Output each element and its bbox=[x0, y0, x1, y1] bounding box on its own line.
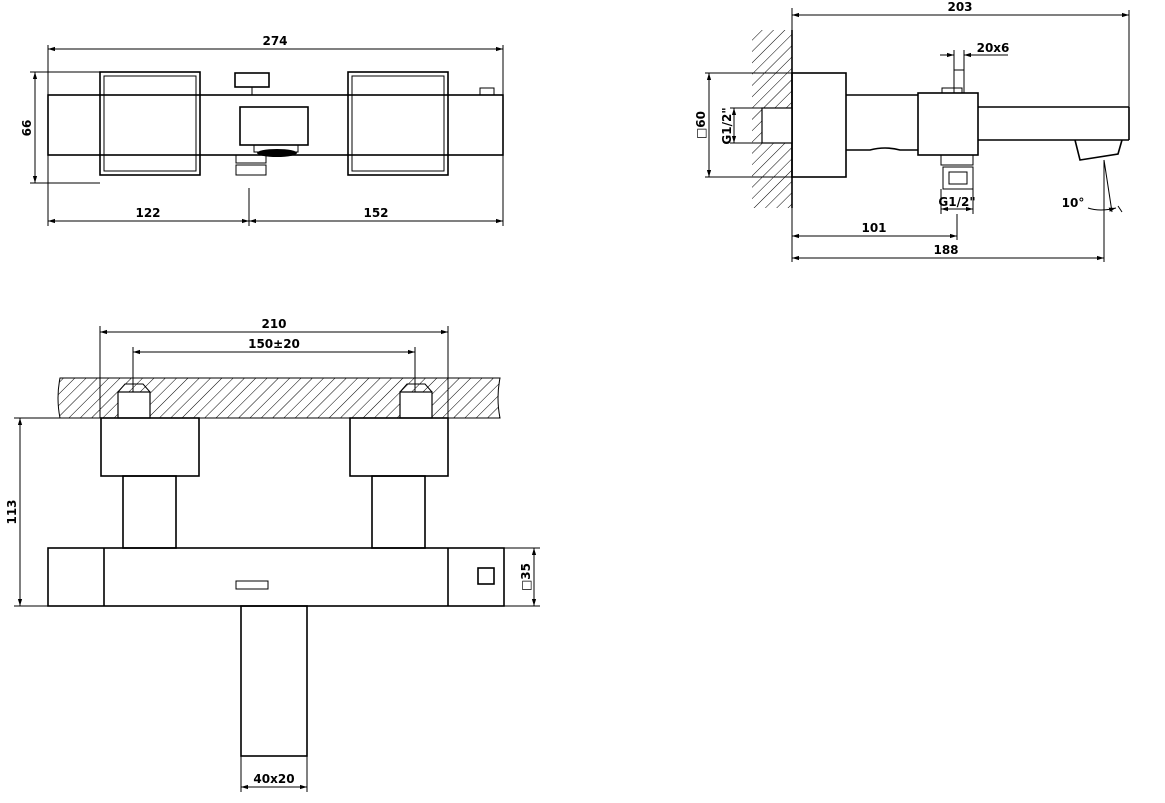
mixer-body bbox=[47, 94, 504, 156]
dim-outlet-thread: G1/2" bbox=[938, 195, 975, 209]
wall-top-section bbox=[57, 377, 501, 419]
dim-centres: 150±20 bbox=[248, 337, 300, 351]
dim-spout-section: 40x20 bbox=[253, 772, 294, 786]
dim-depth: 113 bbox=[5, 499, 19, 524]
end-cap-square bbox=[477, 567, 495, 585]
right-union bbox=[349, 417, 449, 477]
left-handle bbox=[99, 71, 201, 176]
side-body bbox=[917, 92, 979, 156]
top-view: 210 150±20 113 □35 40x20 bbox=[5, 317, 540, 792]
diverter-knob bbox=[234, 72, 270, 88]
dim-left-offset: 122 bbox=[135, 206, 160, 220]
dim-inlet-span: 210 bbox=[261, 317, 286, 331]
dim-spout-angle: 10° bbox=[1062, 196, 1085, 210]
spout-top bbox=[240, 605, 308, 757]
dim-right-offset: 152 bbox=[363, 206, 388, 220]
dim-body-section: □35 bbox=[519, 563, 533, 591]
side-view: 203 20x6 □60 G1/2" G1/2" 101 188 bbox=[694, 0, 1130, 262]
dim-wall-plate: □60 bbox=[694, 111, 708, 139]
dim-height: 66 bbox=[20, 120, 34, 137]
dim-handle-size: 20x6 bbox=[977, 41, 1010, 55]
left-union bbox=[100, 417, 200, 477]
dim-inlet-thread: G1/2" bbox=[720, 107, 734, 144]
mixer-body-top bbox=[47, 547, 505, 607]
dim-outlet-position: 101 bbox=[861, 221, 886, 235]
outlet-block bbox=[239, 106, 309, 146]
wall-plate bbox=[791, 72, 847, 178]
aerator bbox=[257, 149, 297, 157]
dim-overall-width: 274 bbox=[262, 34, 287, 48]
front-view: 274 66 122 152 bbox=[20, 34, 504, 226]
right-handle bbox=[347, 71, 449, 176]
dim-spout-reach: 188 bbox=[933, 243, 958, 257]
dim-total-projection: 203 bbox=[947, 0, 972, 14]
